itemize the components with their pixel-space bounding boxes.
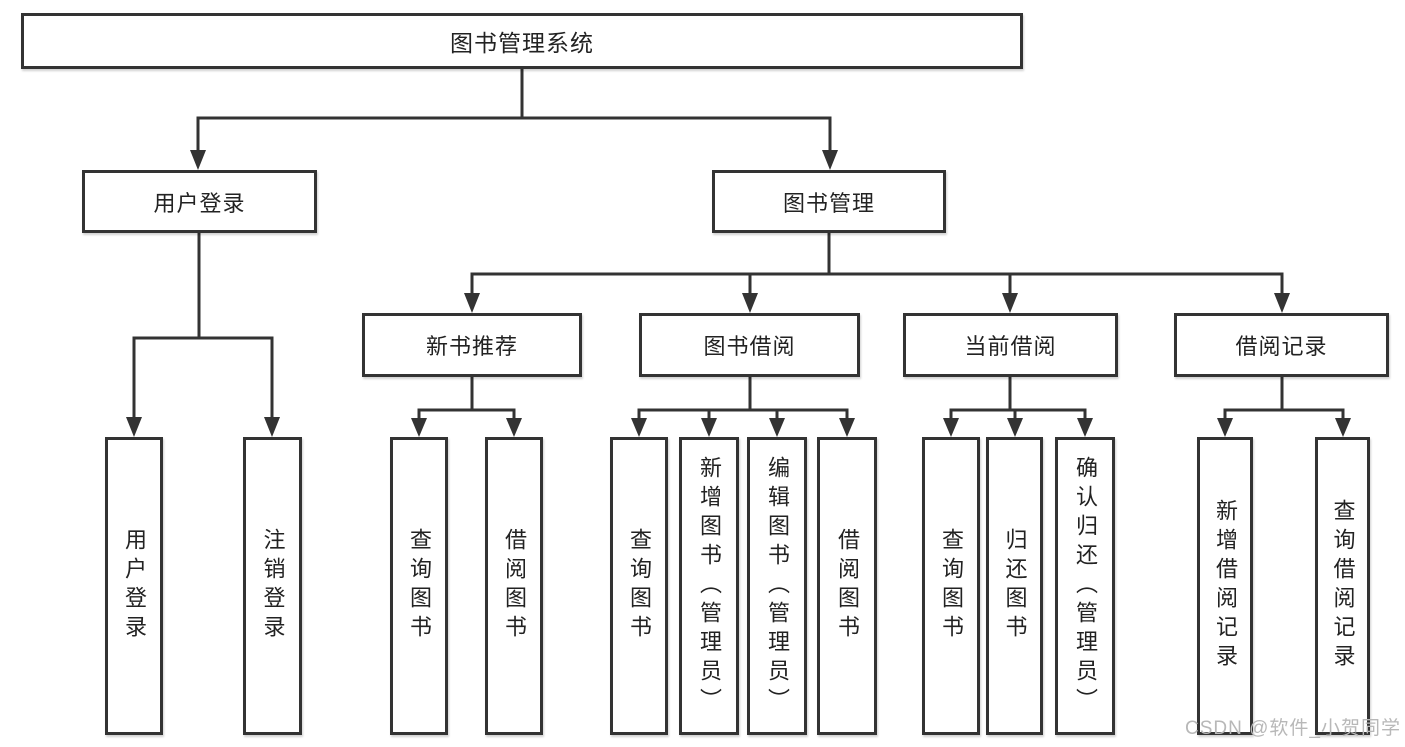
watermark: CSDN @软件_小贺同学 <box>1185 718 1401 739</box>
node-leaf-borrow-book-label: 借阅图书 <box>835 528 860 644</box>
node-book-borrow: 图书借阅 <box>639 313 860 377</box>
node-new-book-recommend: 新书推荐 <box>362 313 582 377</box>
node-borrow-records: 借阅记录 <box>1174 313 1389 377</box>
node-leaf-user-login: 用户登录 <box>105 437 163 735</box>
node-leaf-add-borrow-record: 新增借阅记录 <box>1197 437 1253 735</box>
node-leaf-edit-book-admin: 编辑图书（管理员） <box>747 437 807 735</box>
node-leaf-query-book-borrow-label: 查询图书 <box>627 528 652 644</box>
node-leaf-borrow-book-recommend: 借阅图书 <box>485 437 543 735</box>
node-user-login: 用户登录 <box>82 170 317 233</box>
node-leaf-confirm-return-admin: 确认归还（管理员） <box>1055 437 1115 735</box>
node-leaf-query-book-current-label: 查询图书 <box>939 528 964 644</box>
node-leaf-return-book-label: 归还图书 <box>1002 528 1028 644</box>
node-book-management: 图书管理 <box>712 170 946 233</box>
node-leaf-logout-label: 注销登录 <box>260 528 286 644</box>
node-leaf-return-book: 归还图书 <box>986 437 1043 735</box>
node-leaf-query-borrow-record-label: 查询借阅记录 <box>1330 499 1356 673</box>
node-leaf-edit-book-admin-label: 编辑图书（管理员） <box>765 455 790 717</box>
node-leaf-query-book-recommend: 查询图书 <box>390 437 448 735</box>
node-leaf-query-book-borrow: 查询图书 <box>610 437 668 735</box>
node-leaf-logout: 注销登录 <box>243 437 302 735</box>
node-root: 图书管理系统 <box>21 13 1023 69</box>
node-leaf-query-borrow-record: 查询借阅记录 <box>1315 437 1370 735</box>
node-current-borrow: 当前借阅 <box>903 313 1118 377</box>
node-leaf-add-book-admin: 新增图书（管理员） <box>679 437 739 735</box>
node-leaf-add-book-admin-label: 新增图书（管理员） <box>697 455 722 717</box>
node-leaf-borrow-book: 借阅图书 <box>817 437 877 735</box>
node-leaf-user-login-label: 用户登录 <box>122 528 147 644</box>
node-leaf-add-borrow-record-label: 新增借阅记录 <box>1213 499 1238 673</box>
node-leaf-confirm-return-admin-label: 确认归还（管理员） <box>1073 455 1098 717</box>
node-leaf-borrow-book-recommend-label: 借阅图书 <box>502 528 527 644</box>
node-leaf-query-book-current: 查询图书 <box>922 437 980 735</box>
node-leaf-query-book-recommend-label: 查询图书 <box>407 528 432 644</box>
